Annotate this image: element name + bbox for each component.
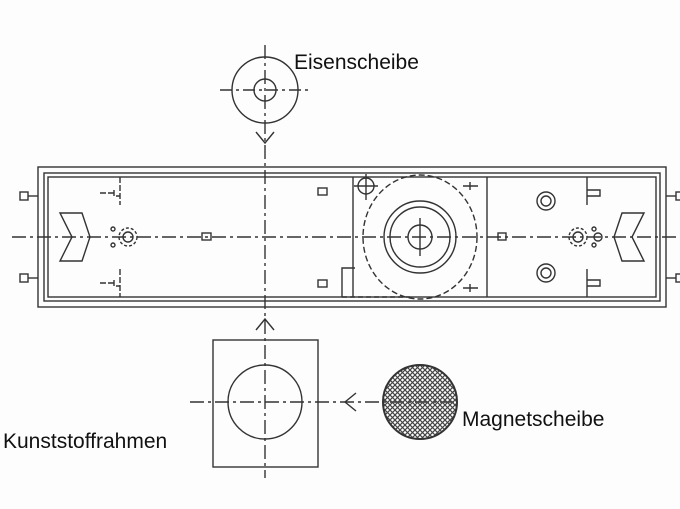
arrow-up-icon [255, 317, 275, 331]
main-frame [19, 166, 680, 308]
iron-disc [220, 56, 310, 124]
magnet-disc [382, 364, 458, 440]
label-magnet-disc: Magnetscheibe [462, 408, 605, 431]
label-plastic-frame: Kunststoffrahmen [3, 430, 168, 453]
arrow-down-icon [255, 131, 275, 145]
label-iron-disc: Eisenscheibe [294, 51, 419, 74]
arrow-left-icon [343, 392, 357, 412]
